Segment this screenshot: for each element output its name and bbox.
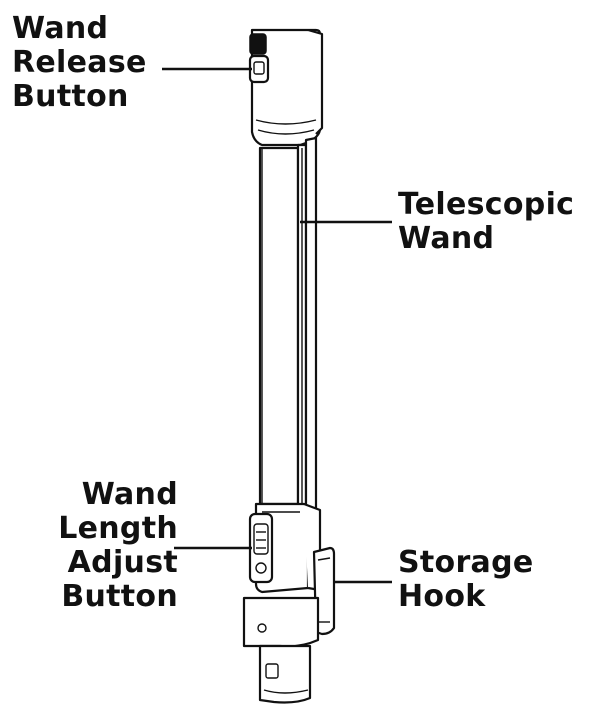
label-line: Telescopic <box>398 187 575 222</box>
label-line: Length <box>58 511 178 546</box>
label-line: Button <box>61 579 178 614</box>
label-line: Hook <box>398 579 486 614</box>
wand-length-adjust-button-part <box>248 512 274 584</box>
label-storage-hook: Storage Hook <box>398 546 534 614</box>
wand-release-button-part <box>248 33 270 84</box>
label-line: Button <box>12 79 129 114</box>
label-line: Wand <box>398 221 495 256</box>
label-telescopic-wand: Telescopic Wand <box>398 188 574 256</box>
label-line: Wand <box>12 11 109 46</box>
label-line: Release <box>12 45 147 80</box>
label-line: Storage <box>398 545 534 580</box>
bottom-connector <box>242 596 320 704</box>
label-wand-release-button: Wand Release Button <box>12 12 147 114</box>
label-line: Wand <box>81 477 178 512</box>
label-line: Adjust <box>67 545 178 580</box>
label-wand-length-adjust-button: Wand Length Adjust Button <box>12 478 178 614</box>
telescopic-wand-tube <box>258 136 318 547</box>
